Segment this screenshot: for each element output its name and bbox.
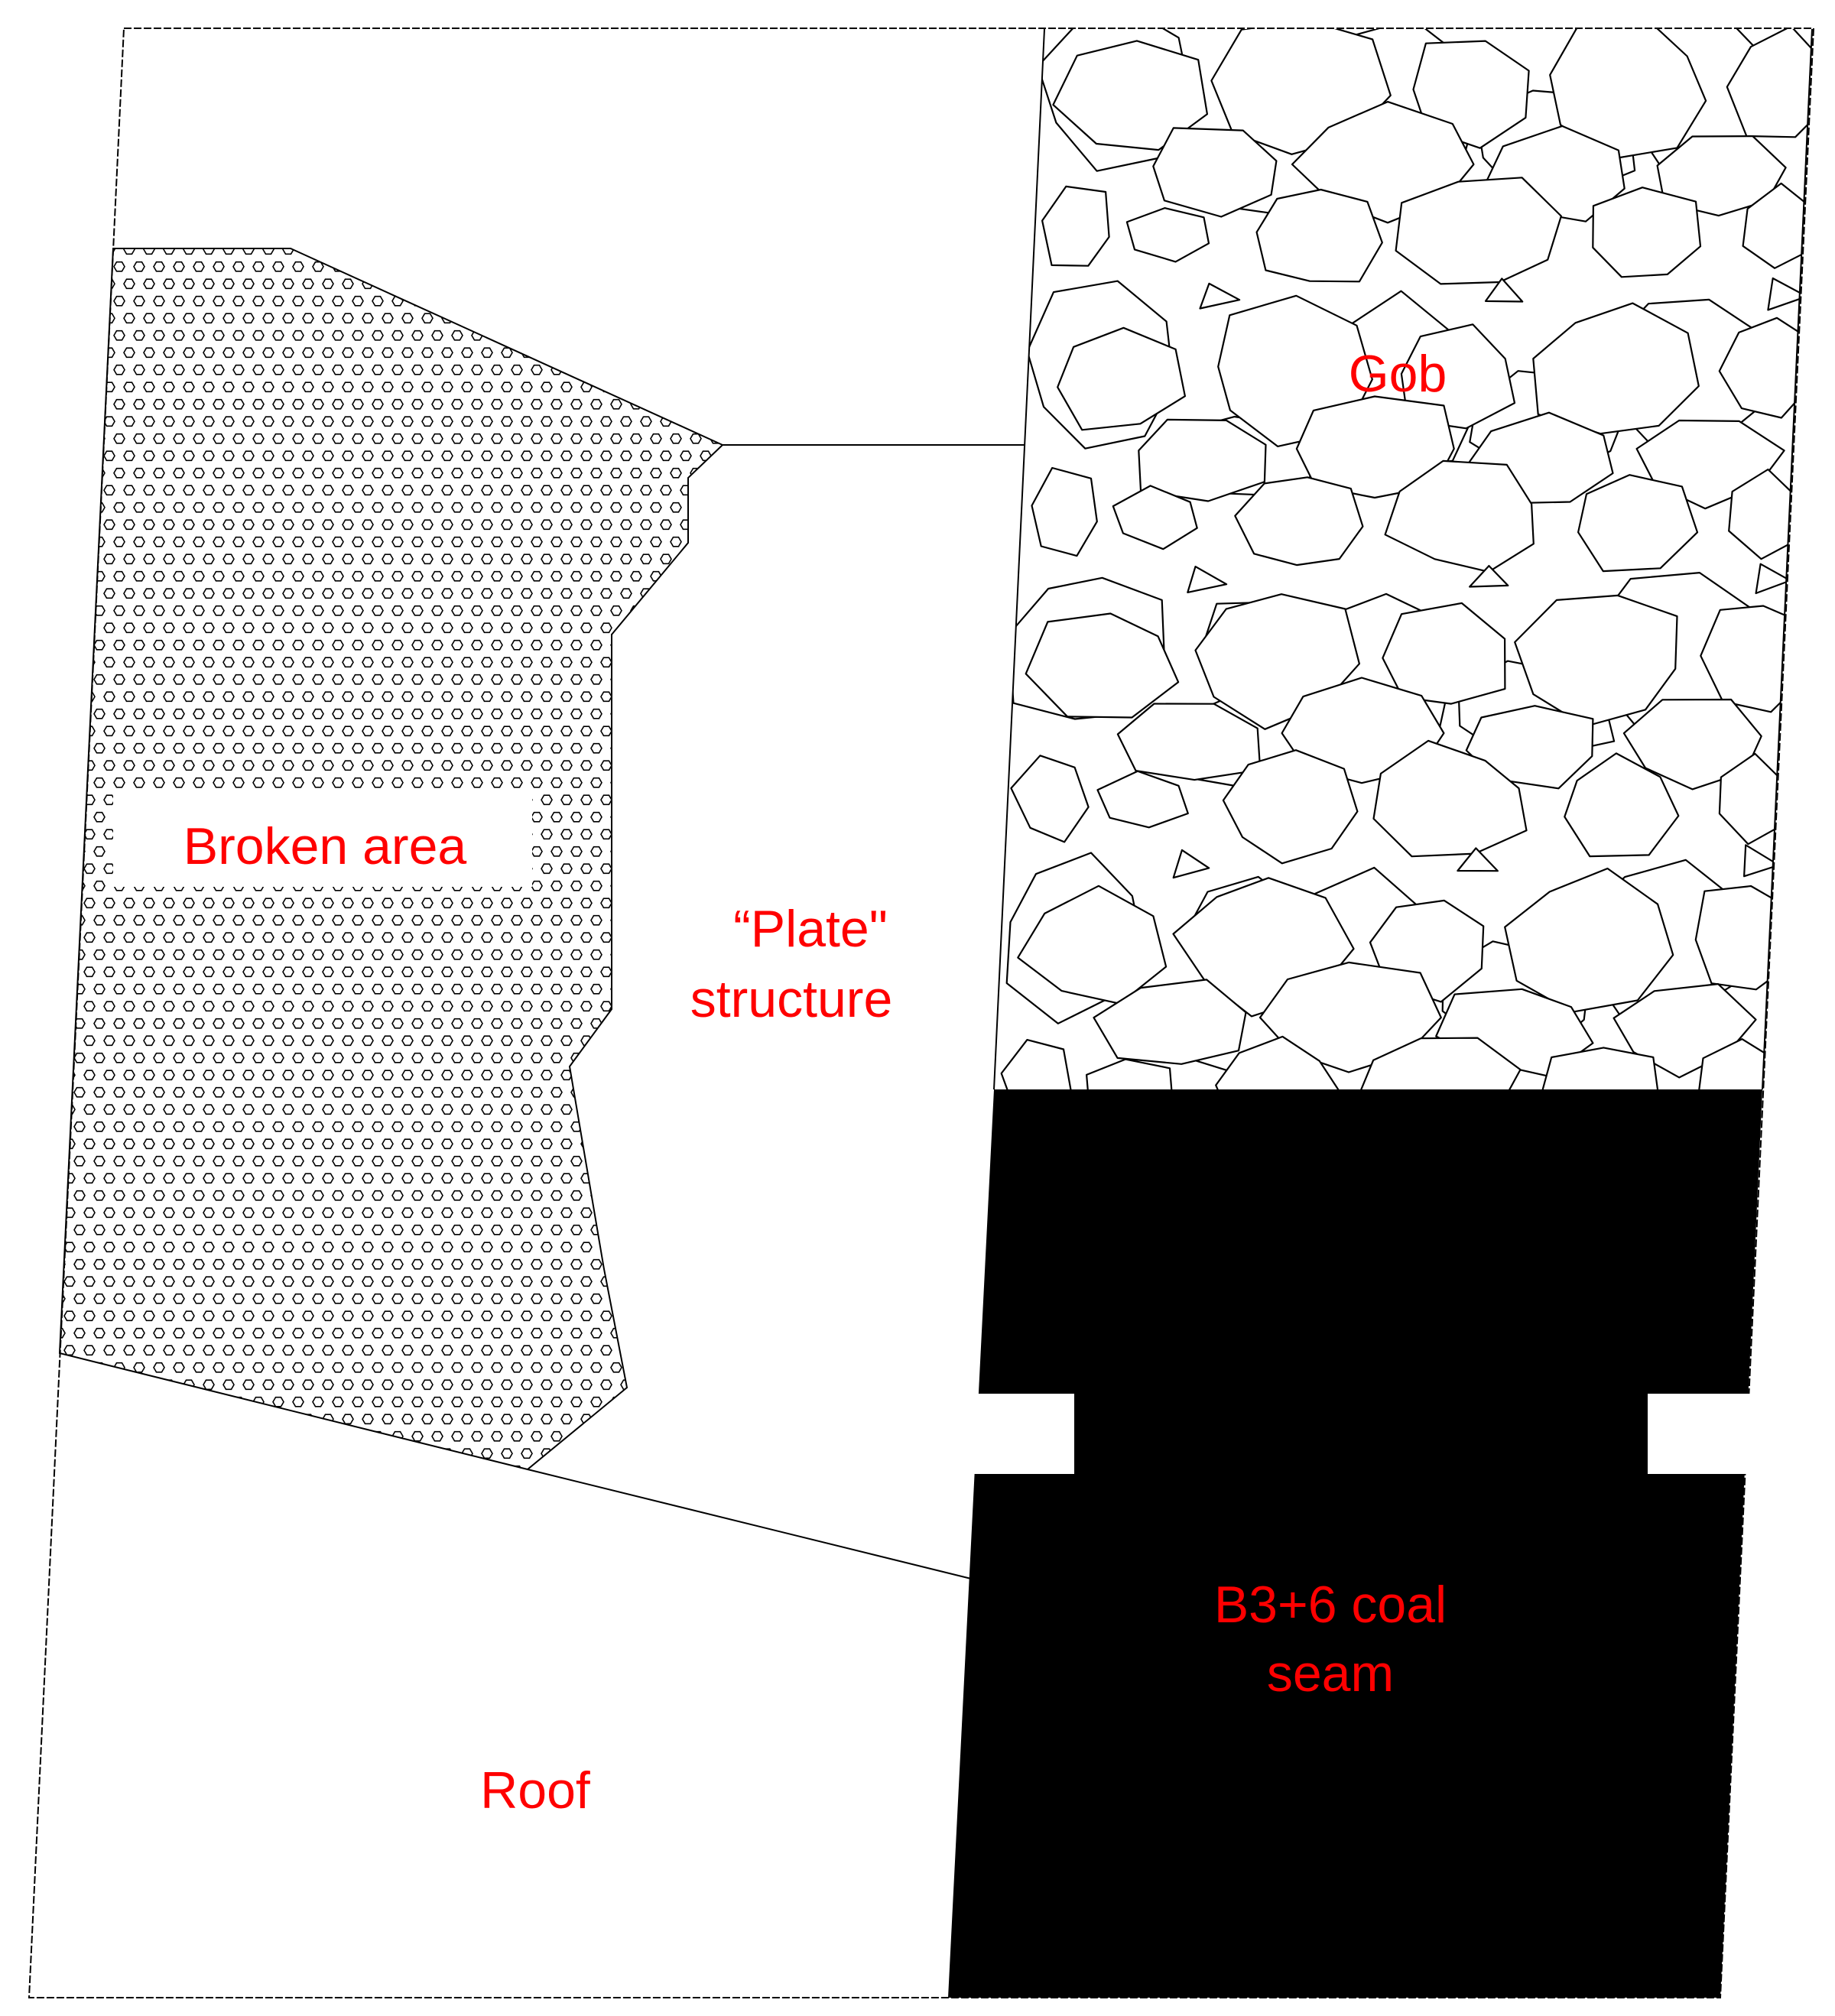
roof-boundary <box>527 1469 972 1579</box>
coal-seam-region <box>948 1089 1762 1998</box>
plate-structure-label-line1: “Plate" <box>733 900 888 958</box>
coal-seam-notch-right <box>1648 1394 1762 1474</box>
plate-structure-label-line2: structure <box>690 970 893 1028</box>
coal-seam-label-line1: B3+6 coal <box>1214 1576 1447 1634</box>
broken-area-label: Broken area <box>184 817 467 875</box>
gob-region <box>993 28 1813 1090</box>
broken-area-label-backing <box>113 791 532 887</box>
coal-seam-label-line2: seam <box>1267 1644 1394 1703</box>
gob-label: Gob <box>1349 345 1447 403</box>
gob-rock-fragments <box>1000 29 1812 1089</box>
roof-label: Roof <box>480 1761 590 1820</box>
coal-seam-notch-left <box>971 1394 1074 1474</box>
